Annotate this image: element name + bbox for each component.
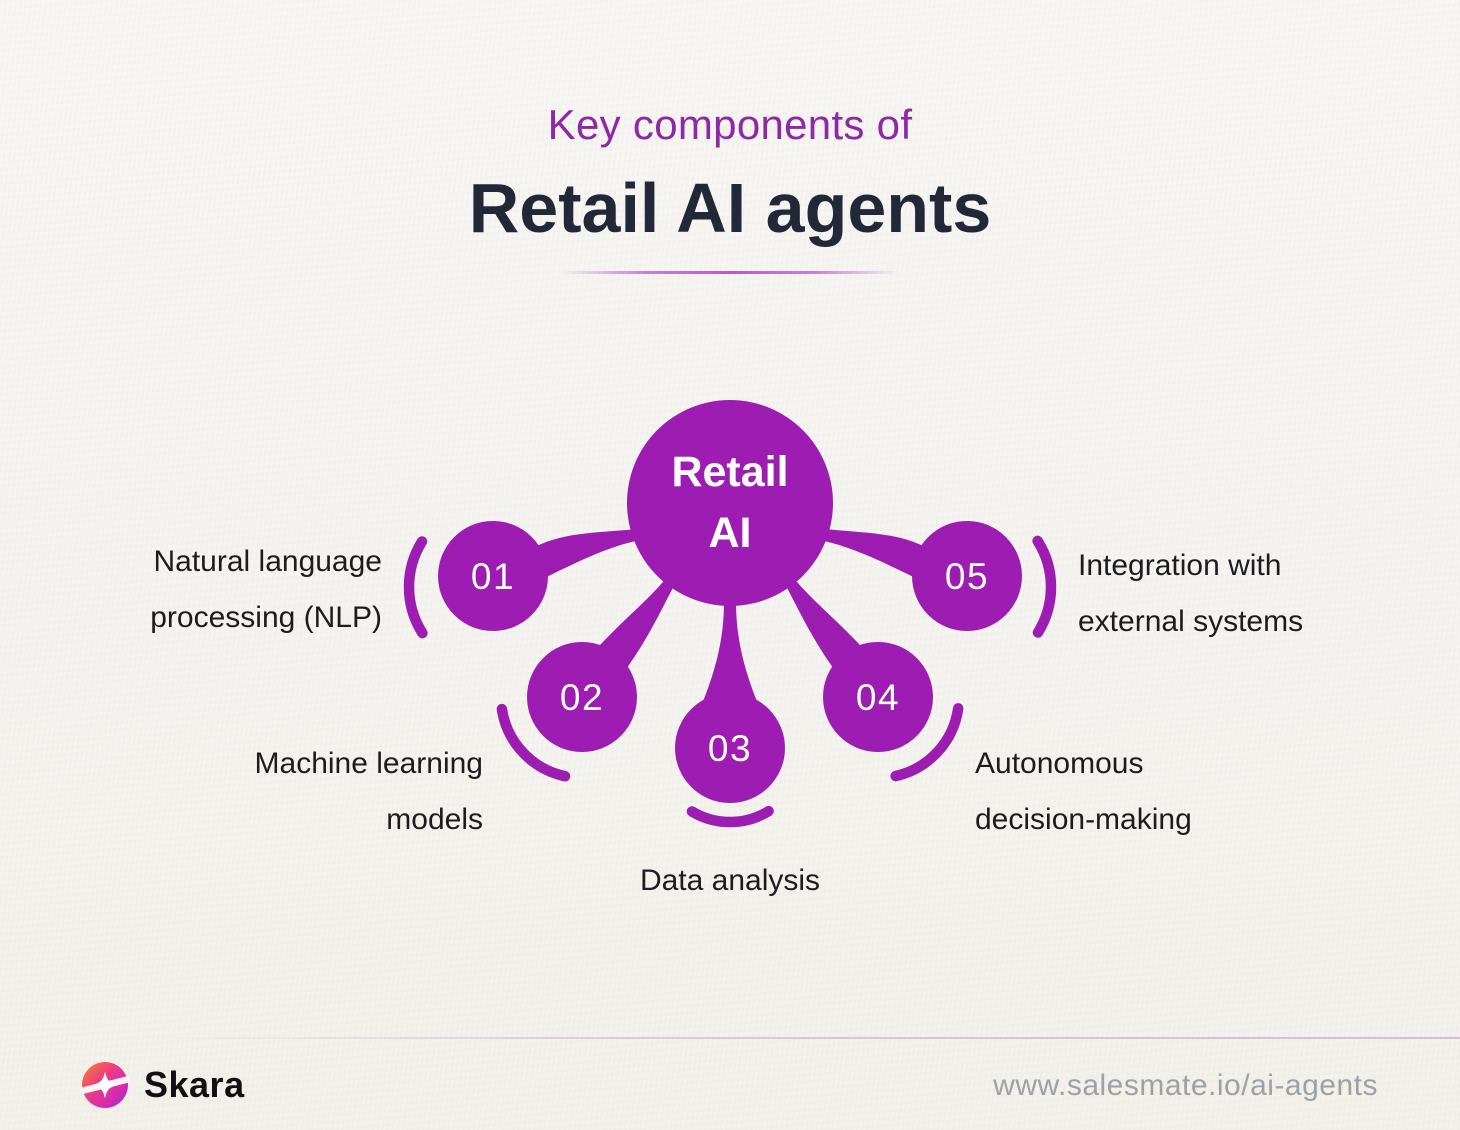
footer-divider — [140, 1037, 1460, 1039]
node-number-04: 04 — [855, 677, 901, 718]
node-number-01: 01 — [470, 556, 516, 597]
node-label-integration: Integration with external systems — [1078, 549, 1304, 638]
connector-hub-to-01 — [530, 529, 640, 581]
sparkle-gradient-icon — [80, 1062, 130, 1108]
node-label-data-analysis: Data analysis — [639, 864, 821, 897]
page-title: Retail AI agents — [468, 169, 992, 247]
connector-hub-to-02 — [592, 576, 676, 676]
node-circle-05 — [912, 521, 1022, 631]
node-label-autonomous: Autonomous decision-making — [975, 747, 1192, 836]
connector-hub-to-03 — [702, 602, 758, 714]
hub-label: Retail AI — [671, 447, 789, 557]
footer-url: www.salesmate.io/ai-agents — [993, 1069, 1378, 1102]
node-number-03: 03 — [707, 728, 753, 769]
title-kicker: Key components of — [547, 101, 913, 148]
hub-circle — [627, 400, 833, 606]
accent-arc-03 — [650, 668, 810, 828]
brand-name: Skara — [144, 1064, 245, 1105]
node-circle-02 — [527, 642, 637, 752]
node-label-ml-models: Machine learning models — [254, 747, 483, 836]
node-label-nlp: Natural language processing (NLP) — [150, 545, 382, 634]
node-circle-03 — [675, 693, 785, 803]
node-number-02: 02 — [559, 677, 605, 718]
accent-arc-02 — [495, 610, 669, 784]
accent-arc-01 — [403, 495, 587, 679]
title-divider — [560, 271, 900, 274]
connector-hub-to-05 — [820, 529, 930, 581]
brand-lockup: Skara — [80, 1059, 245, 1111]
node-circle-04 — [823, 642, 933, 752]
accent-arc-04 — [791, 610, 965, 784]
accent-arc-05 — [873, 495, 1057, 679]
node-circle-01 — [438, 521, 548, 631]
connector-hub-to-04 — [784, 576, 868, 676]
node-number-05: 05 — [944, 556, 990, 597]
